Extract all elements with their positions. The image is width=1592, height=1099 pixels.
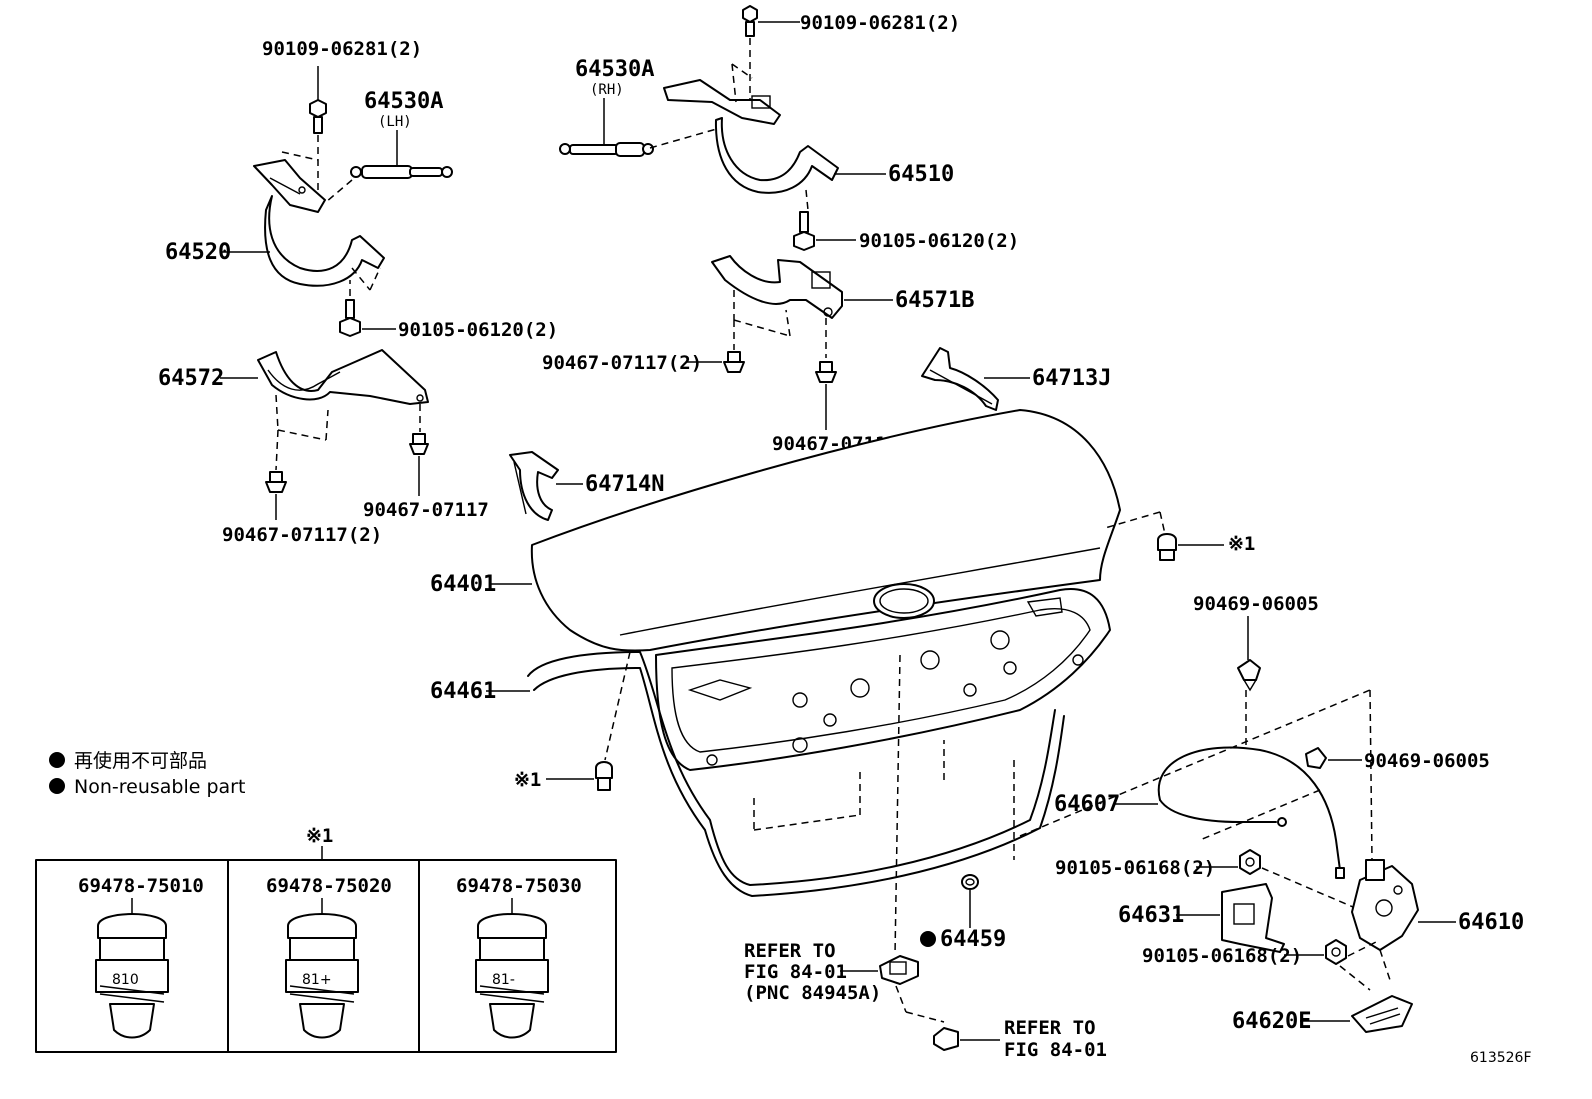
clip-ref1-left[interactable]	[595, 761, 613, 791]
legend-bullet-jp	[49, 752, 65, 768]
label-ref1-left: ※1	[514, 769, 541, 791]
label-rh: (RH)	[590, 82, 624, 98]
weatherstrip-64714n[interactable]	[509, 451, 559, 521]
label-90467-07117-lh: 90467-07117	[363, 499, 489, 521]
hinge-64520[interactable]	[253, 159, 385, 287]
clip-90469-06005-top[interactable]	[1237, 659, 1261, 692]
weatherstrip-64713j[interactable]	[921, 347, 999, 411]
lock-bracket-64631[interactable]	[1221, 883, 1285, 953]
clip-69478-75030[interactable]	[475, 913, 549, 1039]
bolt-90109-lh[interactable]	[309, 99, 327, 134]
refer1-line2: FIG 84-01	[744, 961, 847, 983]
clip-69478-75020[interactable]	[285, 913, 359, 1039]
label-90469-06005-a: 90469-06005	[1193, 593, 1319, 615]
trunk-lid-64401[interactable]	[530, 409, 1121, 771]
lock-group: 90469-06005 90469-06005 64607 90105-0616…	[1054, 593, 1524, 1034]
label-90467-07117-2-rh: 90467-07117(2)	[542, 352, 702, 374]
bolt-90105-rh[interactable]	[793, 211, 815, 251]
label-90105-06168-2-a: 90105-06168(2)	[1055, 857, 1215, 879]
legend-jp: 再使用不可部品	[74, 750, 207, 772]
bolt-90105-06168-a[interactable]	[1239, 849, 1261, 875]
label-90469-06005-b: 90469-06005	[1364, 750, 1490, 772]
label-ref1-top: ※1	[1228, 533, 1255, 555]
table-part-2: 69478-75020	[266, 875, 392, 897]
refer1-line3: (PNC 84945A)	[744, 982, 881, 1004]
assembly-guides	[604, 511, 1373, 956]
table-code-1: 810	[112, 972, 139, 988]
clip-ref1-top[interactable]	[1157, 533, 1177, 561]
lh-hinge-group: 90109-06281(2) 64530A (LH) 64520 90105-0…	[158, 38, 558, 546]
table-part-1: 69478-75010	[78, 875, 204, 897]
refer2-line1: REFER TO	[1004, 1017, 1096, 1039]
inner-panel-holes	[687, 597, 1084, 766]
gas-strut-64530a-rh[interactable]	[559, 142, 654, 157]
clip-90467-rh-b[interactable]	[815, 361, 837, 383]
clip-90469-06005-right[interactable]	[1305, 747, 1327, 769]
table-ref-mark: ※1	[306, 825, 333, 847]
label-64571b: 64571B	[895, 288, 974, 313]
clip-69478-75010[interactable]	[95, 913, 169, 1039]
refer1-line1: REFER TO	[744, 940, 836, 962]
label-64607: 64607	[1054, 792, 1120, 817]
weatherstrip-64461[interactable]	[527, 651, 1065, 897]
label-64461: 64461	[430, 679, 496, 704]
label-90109-06281-rh: 90109-06281(2)	[800, 12, 960, 34]
bracket-64571b[interactable]	[711, 255, 843, 319]
hinge-64510[interactable]	[663, 79, 839, 194]
label-90109-06281-lh: 90109-06281(2)	[262, 38, 422, 60]
grommet-fig-84-01[interactable]	[933, 1027, 959, 1051]
label-64510: 64510	[888, 162, 954, 187]
label-64530a-lh: 64530A	[364, 89, 443, 114]
grommet-64459[interactable]	[961, 874, 979, 890]
legend-en: Non-reusable part	[74, 776, 245, 798]
clip-90467-rh-a[interactable]	[723, 351, 745, 373]
label-64620e: 64620E	[1232, 1009, 1311, 1034]
bolt-90109-rh[interactable]	[742, 5, 758, 37]
release-cable-64607[interactable]	[1157, 746, 1345, 879]
label-90105-06168-2-b: 90105-06168(2)	[1142, 945, 1302, 967]
legend: 再使用不可部品 Non-reusable part	[49, 750, 245, 798]
table-part-3: 69478-75030	[456, 875, 582, 897]
bolt-90105-lh[interactable]	[339, 299, 361, 337]
label-64520: 64520	[165, 240, 231, 265]
table-code-3: 81-	[492, 972, 515, 988]
bracket-64572[interactable]	[257, 349, 429, 405]
nonreusable-bullet-64459	[920, 931, 936, 947]
opener-switch-84945a[interactable]	[879, 955, 919, 985]
label-64530a-rh: 64530A	[575, 57, 654, 82]
label-64610: 64610	[1458, 910, 1524, 935]
clip-variant-table: ※1 69478-75010 810 69478-75020 81+ 69478…	[35, 825, 617, 1053]
label-lh: (LH)	[378, 114, 412, 130]
clip-90467-lh-a[interactable]	[409, 433, 429, 455]
label-64401: 64401	[430, 572, 496, 597]
refer2-line2: FIG 84-01	[1004, 1039, 1107, 1061]
label-90467-07117-2-lh: 90467-07117(2)	[222, 524, 382, 546]
label-64572: 64572	[158, 366, 224, 391]
gas-strut-64530a-lh[interactable]	[350, 165, 453, 179]
bolt-90105-06168-b[interactable]	[1325, 939, 1347, 965]
legend-bullet-en	[49, 778, 65, 794]
label-64631: 64631	[1118, 903, 1184, 928]
label-64459: 64459	[940, 927, 1006, 952]
label-90105-06120-rh: 90105-06120(2)	[859, 230, 1019, 252]
label-64714n: 64714N	[585, 472, 664, 497]
lock-switch-64620e[interactable]	[1351, 995, 1413, 1033]
label-90105-06120-lh: 90105-06120(2)	[398, 319, 558, 341]
rh-hinge-group: 90109-06281(2) 64530A (RH) 64510 90105-0…	[542, 5, 1019, 455]
label-64713j: 64713J	[1032, 366, 1111, 391]
table-code-2: 81+	[302, 972, 332, 988]
clip-90467-lh-b[interactable]	[265, 471, 287, 493]
lock-assembly-64610[interactable]	[1351, 859, 1419, 951]
figure-id: 613526F	[1470, 1050, 1532, 1066]
